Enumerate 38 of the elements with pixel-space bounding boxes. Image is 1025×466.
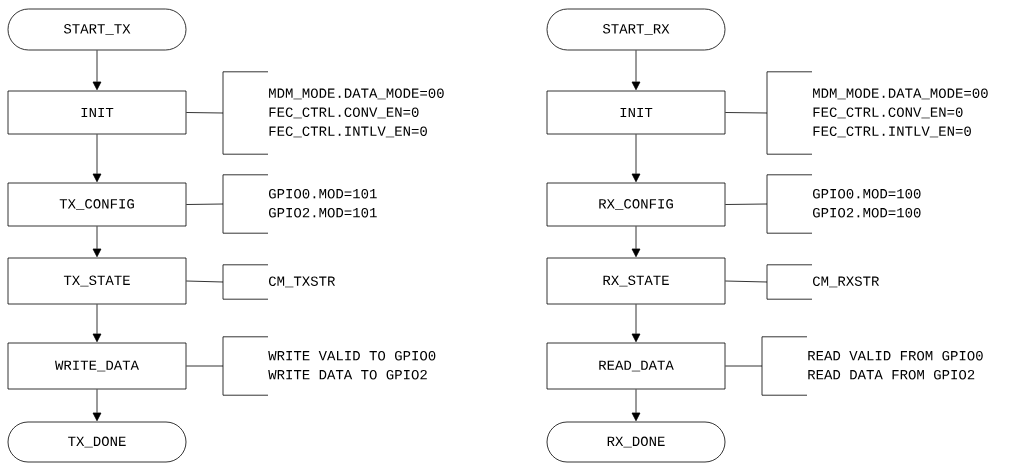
arrow — [92, 50, 102, 91]
arrow — [92, 389, 102, 422]
arrow — [631, 389, 641, 422]
arrow — [92, 134, 102, 183]
arrow — [631, 50, 641, 91]
connector-line — [186, 280, 224, 283]
annotation-bracket: CM_TXSTR — [222, 264, 336, 300]
arrow — [92, 304, 102, 343]
annotation-bracket: CM_RXSTR — [766, 264, 880, 300]
process-box: INIT — [7, 90, 187, 135]
connector-line — [186, 203, 224, 205]
process-box: INIT — [546, 90, 726, 135]
annotation-bracket: GPIO0.MOD=101 GPIO2.MOD=101 — [222, 174, 377, 234]
connector-line — [725, 280, 768, 283]
annotation-bracket: WRITE VALID TO GPIO0 WRITE DATA TO GPIO2 — [222, 336, 436, 396]
process-box: TX_CONFIG — [7, 182, 187, 227]
arrow — [631, 304, 641, 343]
connector-line — [725, 112, 768, 114]
annotation-bracket: GPIO0.MOD=100 GPIO2.MOD=100 — [766, 174, 921, 234]
terminal-box: RX_DONE — [546, 421, 726, 463]
terminal-box: TX_DONE — [7, 421, 187, 463]
connector-line — [725, 203, 768, 205]
arrow — [631, 134, 641, 183]
arrow — [92, 226, 102, 258]
annotation-bracket: MDM_MODE.DATA_MODE=00 FEC_CTRL.CONV_EN=0 FEC_CTRL.INTLV_EN=0 — [766, 71, 988, 155]
annotation-bracket: READ VALID FROM GPIO0 READ DATA FROM GPIO2 — [761, 336, 983, 396]
arrow — [631, 226, 641, 258]
connector-line — [186, 112, 224, 114]
terminal-box: START_RX — [546, 8, 726, 51]
terminal-box: START_TX — [7, 8, 187, 51]
process-box: RX_STATE — [546, 257, 726, 305]
connector-line — [186, 365, 224, 367]
process-box: READ_DATA — [546, 342, 726, 390]
process-box: RX_CONFIG — [546, 182, 726, 227]
connector-line — [725, 365, 763, 367]
process-box: TX_STATE — [7, 257, 187, 305]
annotation-bracket: MDM_MODE.DATA_MODE=00 FEC_CTRL.CONV_EN=0 FEC_CTRL.INTLV_EN=0 — [222, 71, 444, 155]
process-box: WRITE_DATA — [7, 342, 187, 390]
